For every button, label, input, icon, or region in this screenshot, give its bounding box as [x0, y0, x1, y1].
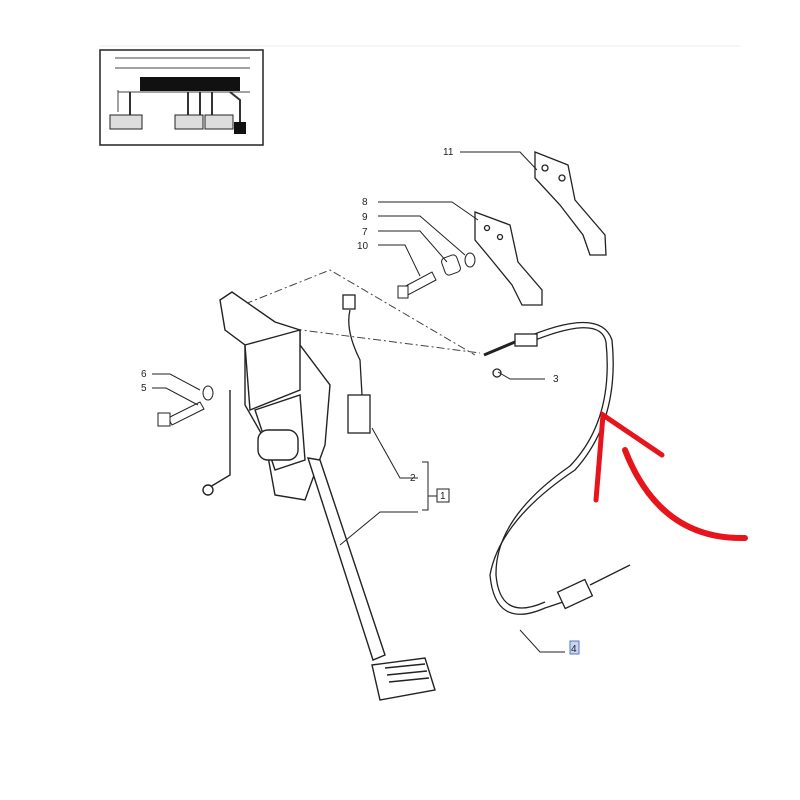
callout-11: 11	[443, 147, 454, 158]
spacer-part-7	[441, 254, 461, 276]
callout-6: 6	[141, 369, 147, 380]
callout-4-highlight[interactable]	[569, 640, 580, 655]
washer-part-9	[464, 252, 476, 268]
bolt-part-5	[157, 401, 205, 427]
bolt-part-10	[397, 271, 437, 299]
callout-2: 2	[410, 473, 416, 484]
sensor-part-2	[342, 294, 371, 434]
bracket-part-11	[534, 151, 607, 256]
bracket-part-8	[474, 211, 543, 306]
callout-8: 8	[362, 197, 368, 208]
callout-10: 10	[357, 241, 369, 252]
callout-3: 3	[553, 374, 559, 385]
callout-9: 9	[362, 212, 368, 223]
callout-5: 5	[141, 383, 147, 394]
callout-4[interactable]: 4	[571, 644, 577, 655]
pedal-assembly	[202, 291, 436, 701]
callout-1: 1	[440, 491, 446, 502]
location-inset	[99, 49, 264, 146]
callout-7: 7	[362, 227, 368, 238]
leader-lines	[152, 151, 565, 653]
callout-1-box	[436, 488, 450, 503]
red-annotation-arrow	[593, 410, 748, 542]
cable-part-4	[483, 321, 631, 615]
washer-part-6	[202, 385, 214, 401]
